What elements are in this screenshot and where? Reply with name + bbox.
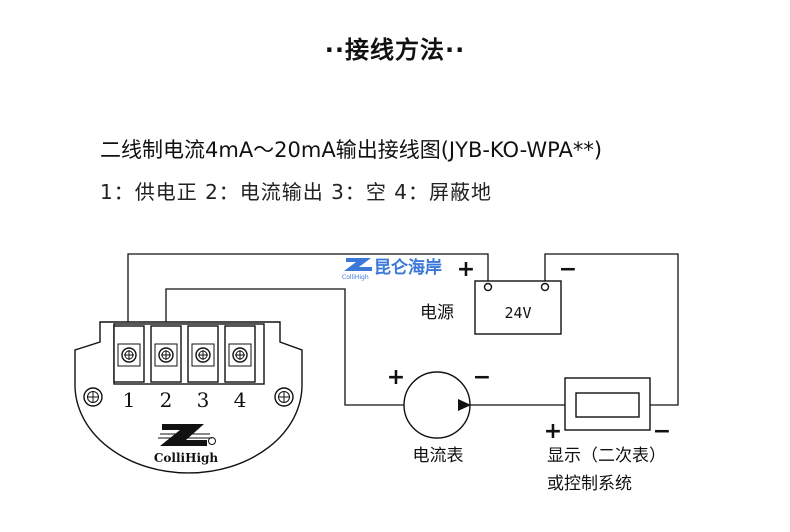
display-label-line2: 或控制系统 xyxy=(547,474,632,494)
power-label: 电源 xyxy=(420,303,454,323)
terminal-block xyxy=(113,323,265,385)
power-supply: 24V xyxy=(474,280,562,335)
page-title: ··接线方法·· xyxy=(324,36,466,64)
terminal-3 xyxy=(187,325,219,383)
watermark-logo-icon xyxy=(344,258,372,271)
mounting-screw-left-icon xyxy=(83,387,103,407)
terminal-number-2: 2 xyxy=(160,388,173,412)
wire-supply-negative xyxy=(544,253,679,406)
ammeter-label: 电流表 xyxy=(413,446,464,466)
terminal-number-4: 4 xyxy=(234,388,247,412)
brand-logo-icon xyxy=(158,424,216,446)
power-minus-sign: − xyxy=(559,257,577,282)
display-label-line1: 显示（二次表） xyxy=(547,446,666,466)
wire-supply-positive xyxy=(127,253,489,330)
ammeter-minus-sign: − xyxy=(473,365,491,390)
power-voltage: 24V xyxy=(504,304,531,322)
ammeter-arrow-icon xyxy=(458,399,471,411)
terminal-2 xyxy=(150,325,182,383)
display-minus-sign: − xyxy=(653,419,671,444)
diagram-subtitle: 二线制电流4mA～20mA输出接线图(JYB-KO-WPA**) xyxy=(100,138,603,162)
watermark-text: 昆仑海岸 xyxy=(374,257,442,278)
terminal-1 xyxy=(113,325,145,383)
ammeter-plus-sign: + xyxy=(387,365,405,390)
display-instrument xyxy=(564,377,651,431)
transmitter-housing: 1 2 3 4 ColliHigh xyxy=(74,321,303,474)
terminal-number-1: 1 xyxy=(123,388,136,412)
pin-legend: 1：供电正 2：电流输出 3：空 4：屏蔽地 xyxy=(100,180,492,204)
terminal-number-3: 3 xyxy=(197,388,210,412)
display-plus-sign: + xyxy=(544,419,562,444)
watermark-subtext: ColliHigh xyxy=(342,274,369,281)
watermark: 昆仑海岸 ColliHigh xyxy=(342,257,442,281)
mounting-screw-right-icon xyxy=(274,387,294,407)
wire-current-output xyxy=(165,288,404,406)
power-plus-sign: + xyxy=(457,257,475,282)
brand-logo-text: ColliHigh xyxy=(154,451,219,465)
terminal-4 xyxy=(224,325,256,383)
ammeter xyxy=(403,371,471,439)
